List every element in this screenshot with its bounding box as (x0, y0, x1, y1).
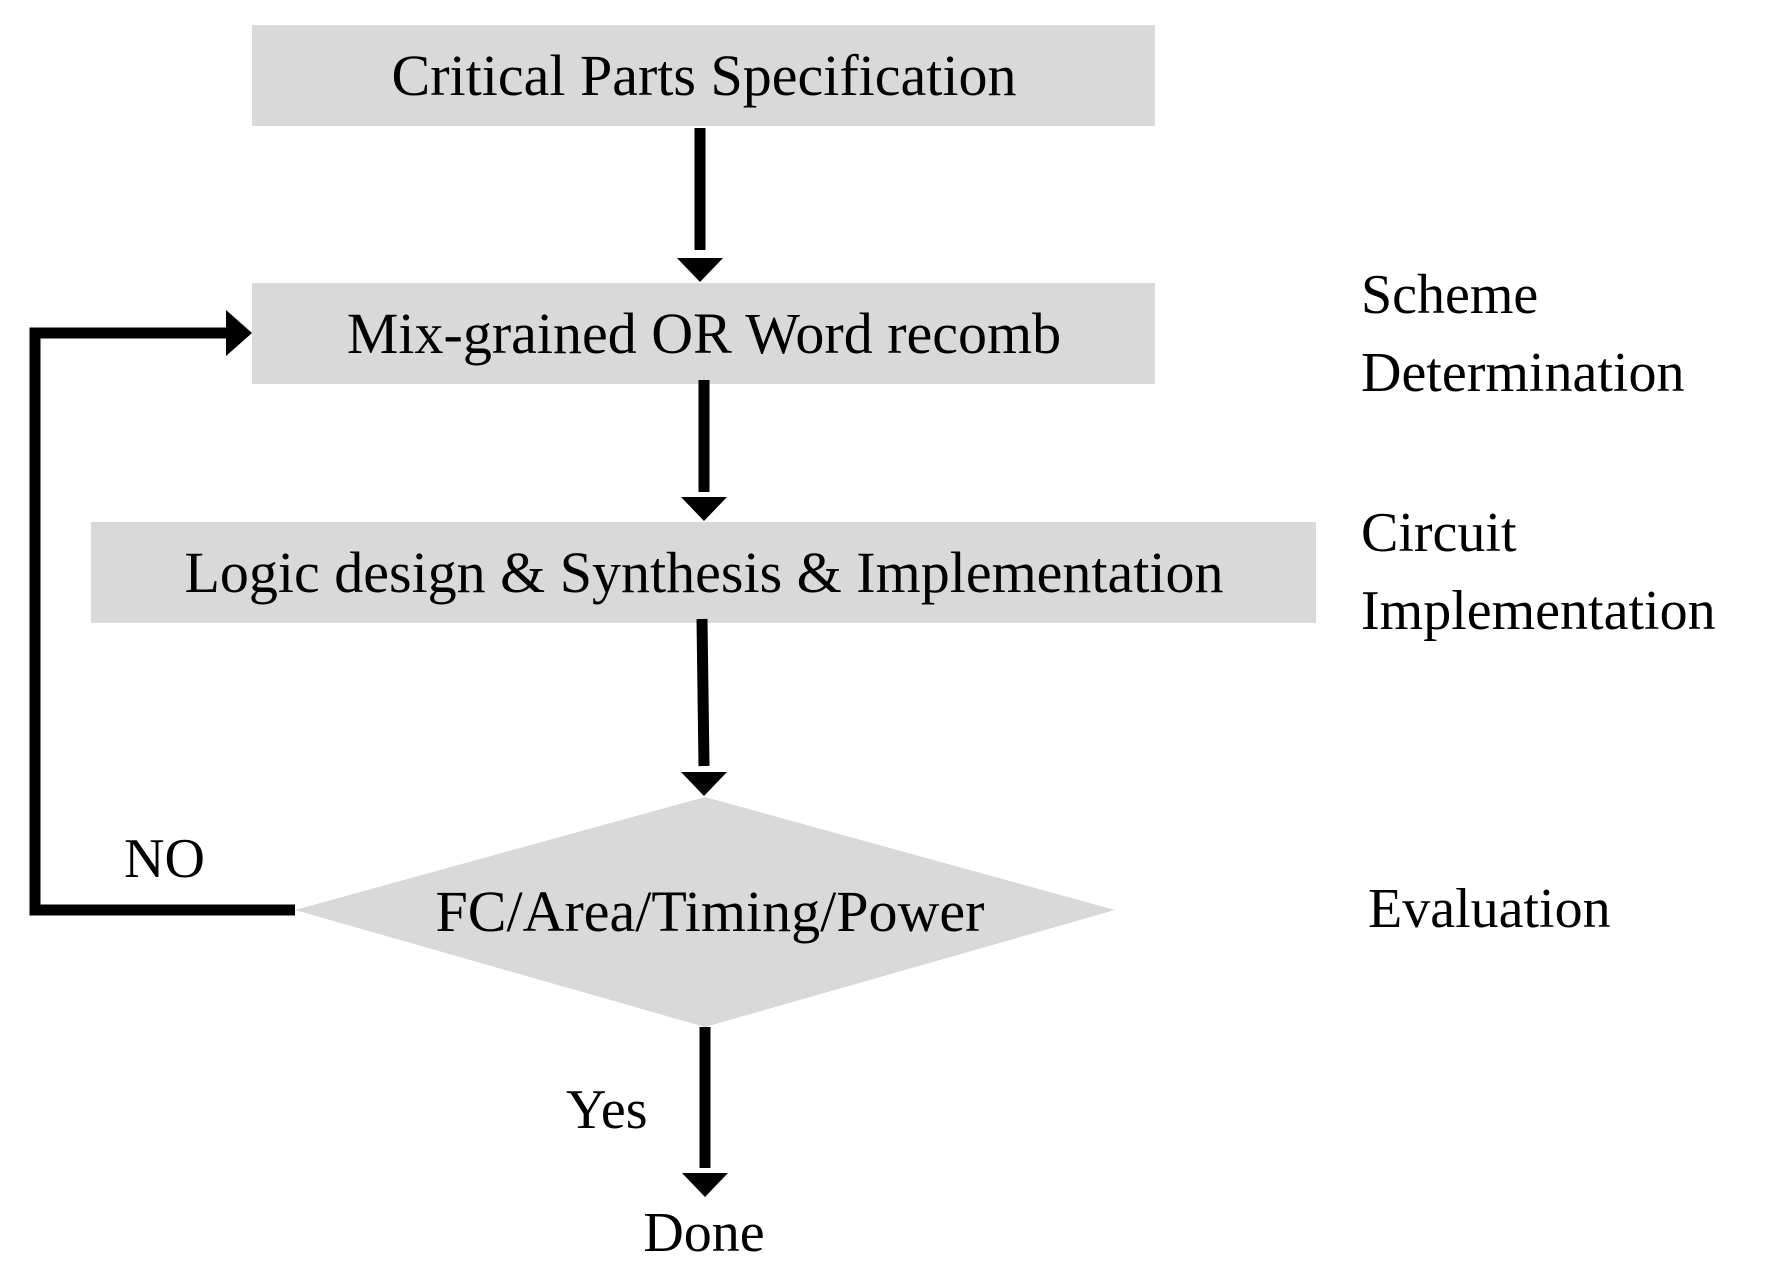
done-label: Done (643, 1202, 764, 1264)
stage-evaluation: Evaluation (1368, 878, 1611, 940)
stage-circuit-line1: Circuit (1361, 502, 1517, 564)
arrow-critical-to-scheme-head (677, 258, 723, 282)
evaluation-diamond-label: FC/Area/Timing/Power (436, 879, 985, 944)
scheme-label: Mix-grained OR Word recomb (347, 301, 1061, 366)
stage-scheme-line2: Determination (1361, 342, 1684, 404)
no-loop-arrow-head (226, 310, 252, 356)
no-label: NO (124, 828, 205, 890)
critical-parts-box (252, 25, 1155, 126)
arrow-decision-to-done-head (682, 1173, 728, 1197)
stage-scheme-line1: Scheme (1361, 264, 1538, 326)
logic-label: Logic design & Synthesis & Implementatio… (184, 540, 1223, 605)
scheme-box (252, 283, 1155, 384)
no-loop-line (29, 327, 295, 916)
logic-box (91, 522, 1316, 623)
arrow-scheme-to-logic-head (681, 497, 727, 521)
yes-label: Yes (566, 1079, 647, 1141)
arrow-logic-to-decision-head (681, 772, 727, 796)
critical-parts-label: Critical Parts Specification (392, 43, 1017, 108)
stage-circuit-line2: Implementation (1361, 580, 1716, 642)
arrow-logic-to-decision-shaft (696, 618, 710, 767)
evaluation-diamond (295, 797, 1115, 1027)
